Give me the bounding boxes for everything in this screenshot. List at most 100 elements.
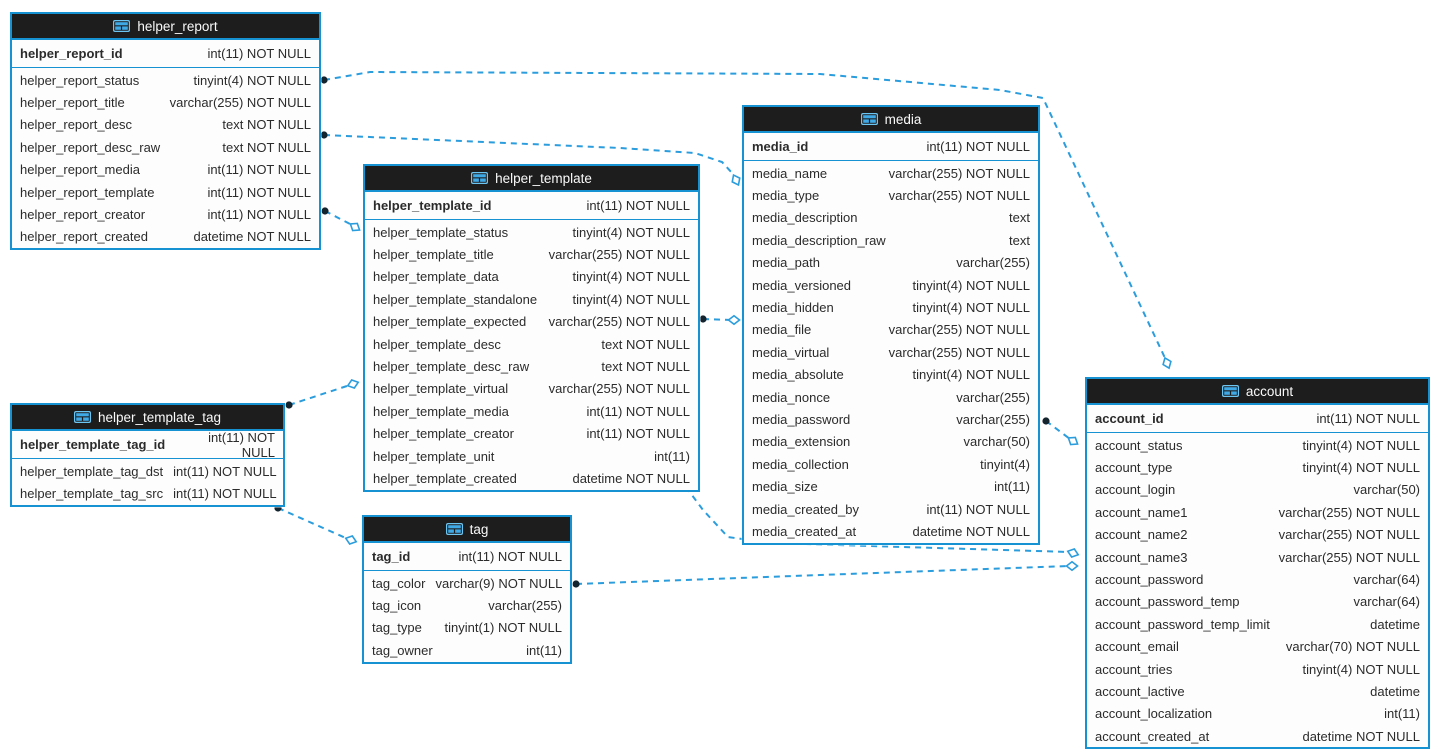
column-type: datetime NOT NULL [572, 470, 690, 486]
column-name: account_email [1095, 639, 1179, 655]
relation-media-account[interactable] [1042, 417, 1080, 447]
table-header[interactable]: helper_report [12, 14, 319, 40]
column-name: helper_report_media [20, 162, 140, 178]
column-type: varchar(50) [963, 434, 1030, 450]
relation-helper_template_tag-tag[interactable] [274, 504, 358, 545]
column-name: helper_report_title [20, 95, 125, 111]
column-type: varchar(255) NOT NULL [548, 247, 690, 263]
relation-helper_report-helper_template[interactable] [321, 207, 362, 233]
table-header[interactable]: account [1087, 379, 1428, 405]
table-header[interactable]: helper_template_tag [12, 405, 283, 431]
table-header[interactable]: media [744, 107, 1038, 133]
column-type: varchar(255) NOT NULL [888, 344, 1030, 360]
column-type: varchar(255) NOT NULL [1278, 549, 1420, 565]
relation-helper_report-media[interactable] [320, 131, 742, 187]
column-type: int(11) NOT NULL [207, 46, 311, 61]
relationship-line [323, 134, 737, 181]
column-row[interactable]: media_virtual varchar(255) NOT NULL [744, 341, 1038, 363]
relation-helper_template_tag-helper_template[interactable] [285, 378, 360, 409]
column-row[interactable]: account_name3 varchar(255) NOT NULL [1087, 546, 1428, 568]
column-name: media_created_at [752, 523, 857, 539]
relation-helper_template-media[interactable] [699, 314, 741, 326]
column-name: account_name3 [1095, 549, 1188, 565]
relation-dot-endpoint [321, 207, 329, 215]
relation-helper_report-account[interactable] [320, 70, 1173, 370]
column-name: media_virtual [752, 344, 830, 360]
column-name: media_hidden [752, 300, 834, 316]
relation-tag-account[interactable] [572, 560, 1079, 588]
relation-diamond-endpoint [1066, 548, 1080, 558]
table-header[interactable]: helper_template [365, 166, 698, 192]
table-header[interactable]: tag [364, 517, 570, 543]
column-type: tinyint(4) NOT NULL [912, 277, 1030, 293]
